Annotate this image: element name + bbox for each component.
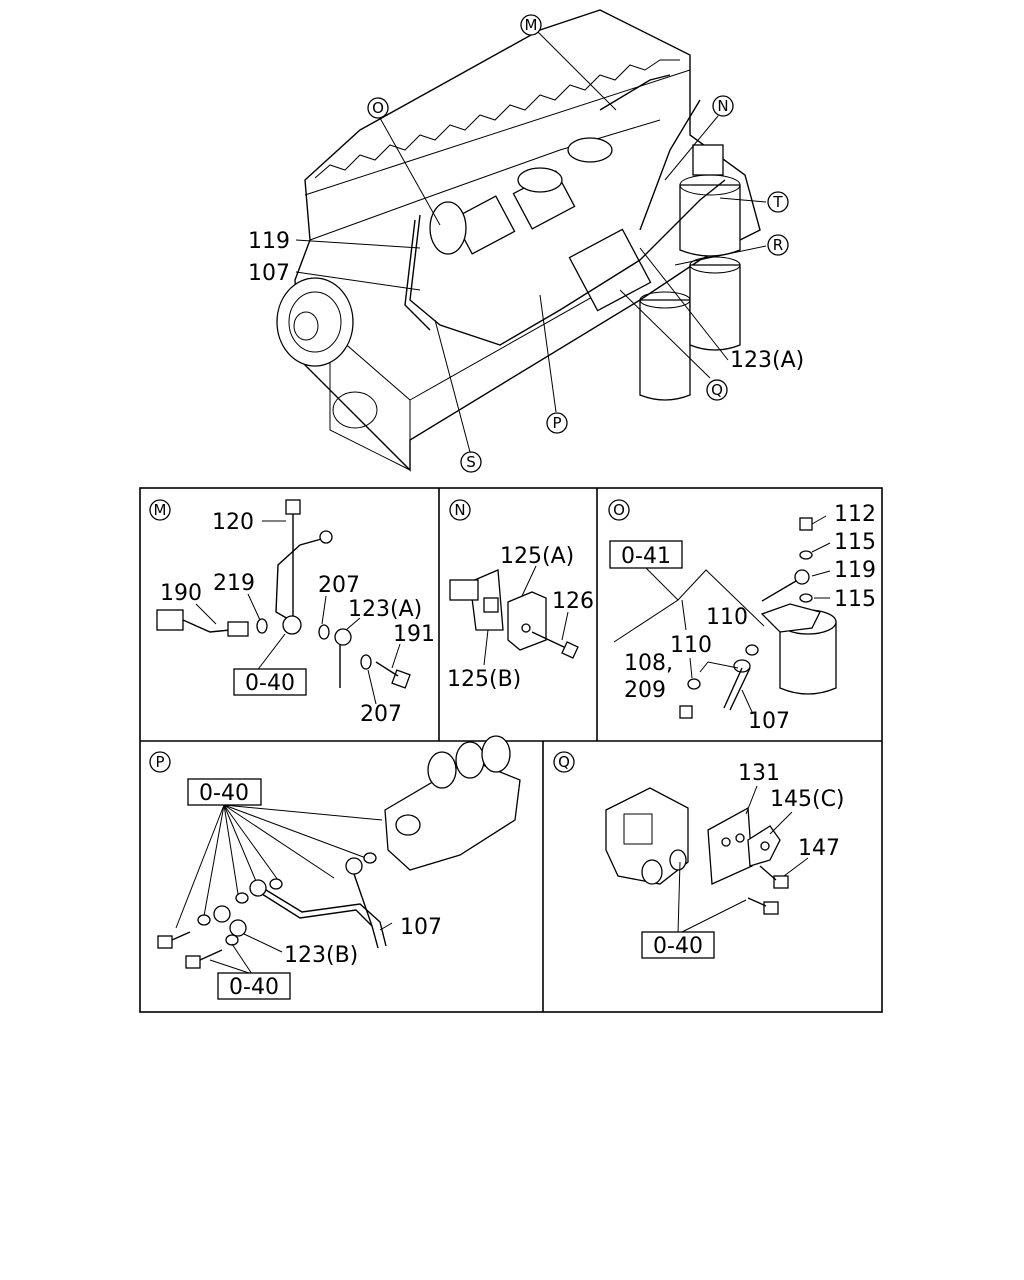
svg-text:M: M xyxy=(525,16,538,34)
panel-o-label-119: 119 xyxy=(834,558,876,583)
panel-o-label-110a: 110 xyxy=(706,605,748,630)
panel-m: M 120 190 219 207 12 xyxy=(149,499,435,727)
panel-n-label-126: 126 xyxy=(552,589,594,614)
callout-o: O xyxy=(367,97,389,119)
panel-m-label-190: 190 xyxy=(160,581,202,606)
panel-o-label-209: 209 xyxy=(624,678,666,703)
panel-m-ref-0-40: 0-40 xyxy=(245,671,295,696)
svg-text:M: M xyxy=(154,501,167,519)
svg-text:Q: Q xyxy=(558,753,570,771)
callout-s: S xyxy=(460,451,482,473)
main-label-123a: 123(A) xyxy=(730,348,804,373)
svg-text:Q: Q xyxy=(711,381,723,399)
panel-q-label-147: 147 xyxy=(798,836,840,861)
panel-o-label-112: 112 xyxy=(834,502,876,527)
callout-p: P xyxy=(546,412,568,434)
svg-text:S: S xyxy=(466,453,476,471)
panel-m-label-207a: 207 xyxy=(318,573,360,598)
callout-m: M xyxy=(520,14,542,36)
svg-text:T: T xyxy=(772,193,783,211)
svg-text:N: N xyxy=(717,97,728,115)
callout-t: T xyxy=(767,191,789,213)
panel-o-label-115a: 115 xyxy=(834,530,876,555)
panel-m-label-120: 120 xyxy=(212,510,254,535)
panel-m-callout: M xyxy=(149,499,171,521)
callout-n: N xyxy=(712,95,734,117)
panel-o: O 0-41 112 115 119 1 xyxy=(608,499,876,734)
panel-o-label-108: 108, xyxy=(624,651,673,676)
svg-text:O: O xyxy=(372,99,384,117)
panel-n-label-125b: 125(B) xyxy=(447,667,521,692)
panel-o-ref-0-41: 0-41 xyxy=(621,544,671,569)
panel-q: Q 131 145(C) 147 0-40 xyxy=(553,751,845,959)
main-callouts: M N O T R Q P S xyxy=(367,14,789,473)
svg-text:N: N xyxy=(454,501,465,519)
svg-text:R: R xyxy=(773,236,783,254)
main-leader-lines xyxy=(295,31,767,453)
panel-o-callout: O xyxy=(608,499,630,521)
main-label-107: 107 xyxy=(248,261,290,286)
panel-p-ref-top: 0-40 xyxy=(199,781,249,806)
panel-p: P 0-40 xyxy=(149,735,521,1000)
panel-p-callout: P xyxy=(149,751,171,773)
panel-o-label-110b: 110 xyxy=(670,633,712,658)
panel-p-label-107: 107 xyxy=(400,915,442,940)
panel-n-label-125a: 125(A) xyxy=(500,544,574,569)
callout-r: R xyxy=(767,234,789,256)
panel-n: N 125(A) 126 125(B) xyxy=(447,499,594,692)
panel-m-label-207b: 207 xyxy=(360,702,402,727)
svg-text:P: P xyxy=(552,414,561,432)
panel-m-label-219: 219 xyxy=(213,571,255,596)
svg-text:O: O xyxy=(613,501,625,519)
panel-q-label-131: 131 xyxy=(738,761,780,786)
main-label-119: 119 xyxy=(248,229,290,254)
panel-n-callout: N xyxy=(449,499,471,521)
panel-p-label-123b: 123(B) xyxy=(284,943,358,968)
panel-q-label-145c: 145(C) xyxy=(770,787,845,812)
engine-illustration xyxy=(276,9,761,472)
panel-o-label-107: 107 xyxy=(748,709,790,734)
panel-q-callout: Q xyxy=(553,751,575,773)
panel-p-ref-bottom: 0-40 xyxy=(229,975,279,1000)
detail-panels-frame xyxy=(139,487,883,1013)
panel-m-label-191: 191 xyxy=(393,622,435,647)
svg-text:P: P xyxy=(155,753,164,771)
panel-q-ref-0-40: 0-40 xyxy=(653,934,703,959)
callout-q: Q xyxy=(706,379,728,401)
panel-o-label-115b: 115 xyxy=(834,587,876,612)
panel-m-label-123a: 123(A) xyxy=(348,597,422,622)
